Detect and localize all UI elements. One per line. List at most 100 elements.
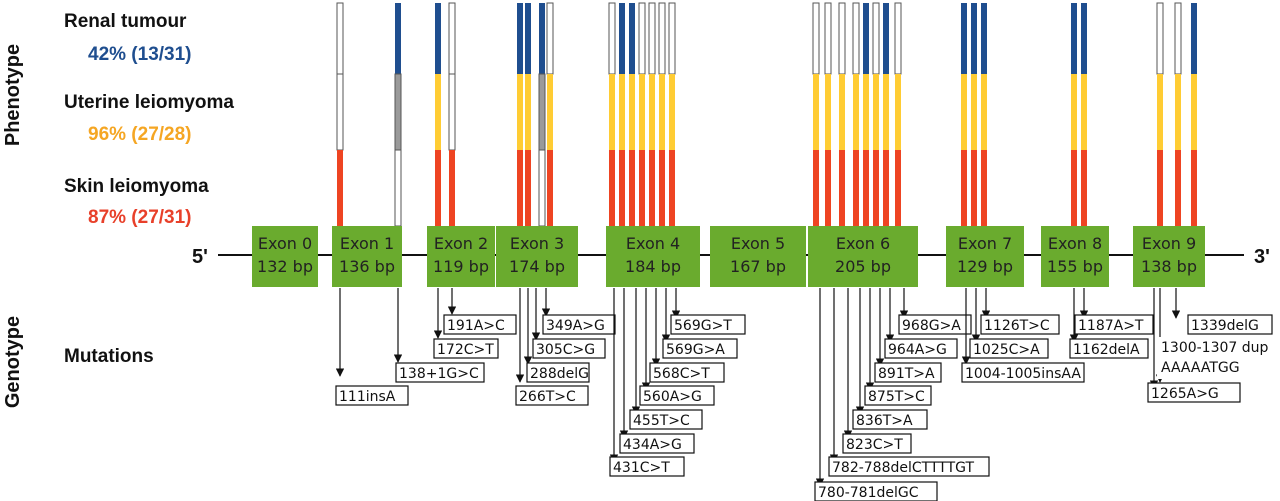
mutation-callout: 1004-1005insAA [961, 288, 1085, 383]
mutation-box [1069, 338, 1149, 359]
phenotype-bar [336, 2, 344, 226]
uterine-segment [538, 73, 546, 151]
mutation-callout: 349A>G [541, 288, 616, 335]
renal-segment [961, 3, 967, 74]
renal-segment [648, 2, 656, 75]
uterine-segment [639, 74, 645, 150]
mutation-callout: 434A>G [619, 288, 695, 454]
phenotype-bar [894, 2, 902, 226]
exon-size: 205 bp [835, 257, 891, 276]
skin-segment [895, 150, 901, 226]
exon-box [1041, 226, 1109, 287]
phenotype-bar [1081, 3, 1087, 226]
mutation-callout: 891T>A [874, 288, 942, 383]
phenotype-side-label: Phenotype [2, 44, 24, 146]
phenotype-bar [658, 2, 666, 226]
mutation-box [515, 385, 589, 406]
phenotype-bar [517, 3, 523, 226]
five-prime-label: 5' [192, 246, 208, 268]
exon-box [252, 226, 318, 287]
phenotype-bar [648, 2, 656, 226]
renal-segment [395, 3, 401, 74]
uterine-segment [853, 74, 859, 150]
uterine-segment [971, 74, 977, 150]
mutation-callout: 569G>A [661, 288, 738, 359]
mutation-callout: 455T>C [629, 288, 703, 430]
mutation-callout: 780-781delGC [814, 288, 938, 501]
renal-segment [1191, 3, 1197, 74]
uterine-segment [1157, 74, 1163, 150]
exon-name: Exon 3 [510, 234, 564, 253]
phenotype-bar [1156, 2, 1164, 226]
skin-segment [669, 150, 675, 226]
mutation-box [649, 362, 725, 383]
skin-segment [873, 150, 879, 226]
phenotype-bar [619, 3, 625, 226]
exon-name: Exon 5 [731, 234, 785, 253]
skin-segment [961, 150, 967, 226]
exon-box [606, 226, 700, 287]
renal-segment [838, 2, 846, 75]
exon-name: Exon 8 [1048, 234, 1102, 253]
renal-segment [525, 3, 531, 74]
phenotype-bar [668, 2, 676, 226]
mutation-box [542, 314, 616, 335]
mutation-box [1157, 337, 1265, 379]
uterine-segment [517, 74, 523, 150]
skin-segment [853, 150, 859, 226]
uterine-segment [659, 74, 665, 150]
mutation-box [969, 338, 1049, 359]
renal-tumour-stat: 42% (13/31) [88, 44, 192, 65]
mutation-label: 569G>T [674, 318, 732, 334]
exon-box [1133, 226, 1205, 287]
skin-segment [639, 150, 645, 226]
mutation-callout: 964A>G [884, 288, 958, 359]
exon-size: 119 bp [433, 257, 489, 276]
mutation-box [874, 362, 942, 383]
exon-name: Exon 2 [434, 234, 488, 253]
renal-segment [883, 3, 889, 74]
exon-size: 184 bp [625, 257, 681, 276]
mutation-box [670, 314, 746, 335]
mutation-label: 823C>T [846, 437, 903, 453]
skin-segment [981, 150, 987, 226]
skin-segment [394, 149, 402, 227]
mutation-callout: 968G>A [898, 288, 972, 335]
mutation-callout: 1162delA [1069, 288, 1149, 359]
renal-segment [435, 3, 441, 74]
phenotype-bar [1071, 3, 1077, 226]
uterine-segment [825, 74, 831, 150]
renal-tumour-label: Renal tumour [64, 11, 187, 32]
skin-segment [825, 150, 831, 226]
mutation-label: 782-788delCTTTTGT [832, 460, 974, 476]
uterine-segment [839, 74, 845, 150]
phenotype-bar [435, 3, 441, 226]
mutation-label: 138+1G>C [399, 366, 479, 382]
mutations-label: Mutations [64, 346, 154, 367]
uterine-segment [629, 74, 635, 150]
phenotype-bar [824, 2, 832, 226]
mutation-callout: 836T>A [852, 288, 928, 430]
mutation-label: 1025C>A [973, 342, 1040, 358]
skin-segment [971, 150, 977, 226]
phenotype-bar [608, 2, 616, 226]
exon-box [496, 226, 578, 287]
renal-segment [1071, 3, 1077, 74]
mutation-callout: 1187A>T [1074, 288, 1154, 335]
mutation-box [629, 409, 703, 430]
mutation-callout: 431C>T [609, 288, 685, 477]
phenotype-bar [394, 3, 402, 227]
mutation-box [898, 314, 972, 335]
exon-size: 155 bp [1047, 257, 1103, 276]
mutation-label: 455T>C [633, 413, 690, 429]
skin-segment [435, 150, 441, 226]
skin-leiomyoma-stat: 87% (27/31) [88, 207, 192, 228]
mutation-label: 305C>G [536, 342, 595, 358]
mutation-callout: 1339delG [1171, 288, 1273, 335]
mutation-box [639, 385, 715, 406]
skin-leiomyoma-label: Skin leiomyoma [64, 176, 209, 197]
